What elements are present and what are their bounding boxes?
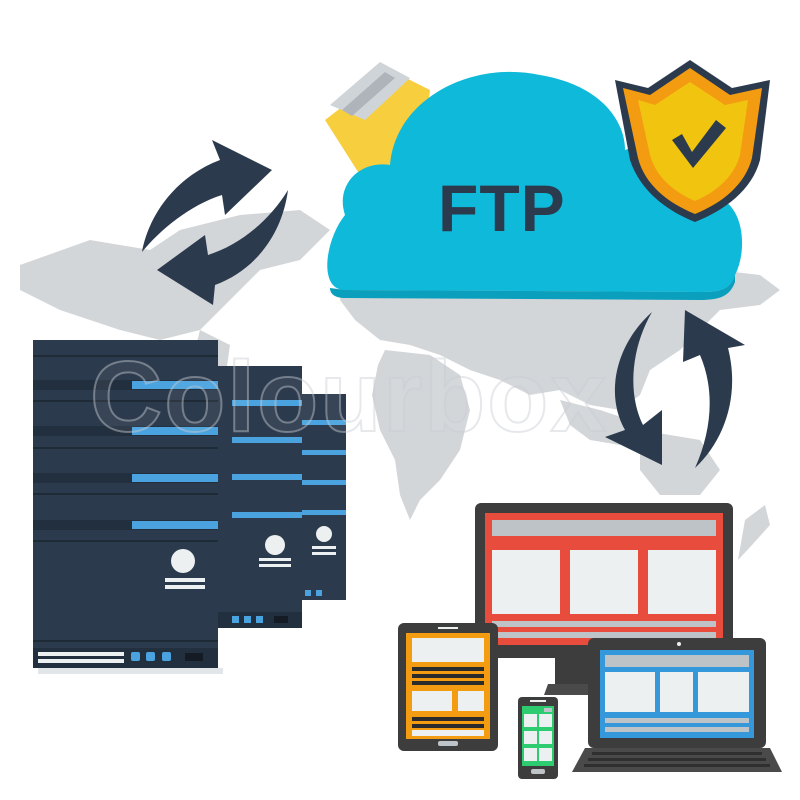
cloud-icon bbox=[327, 71, 743, 300]
tablet-icon bbox=[398, 623, 498, 751]
server-rack-1 bbox=[33, 340, 223, 674]
sync-arrows-top-left-icon bbox=[142, 140, 288, 305]
smartphone-icon bbox=[518, 697, 558, 779]
shield-check-icon bbox=[615, 60, 770, 222]
server-rack-3 bbox=[300, 394, 346, 600]
laptop-icon bbox=[572, 638, 782, 772]
cloud-ftp-label: FTP bbox=[438, 171, 566, 245]
server-rack-2 bbox=[215, 366, 302, 628]
sync-arrows-right-icon bbox=[605, 310, 745, 468]
desktop-monitor-icon bbox=[475, 503, 733, 695]
